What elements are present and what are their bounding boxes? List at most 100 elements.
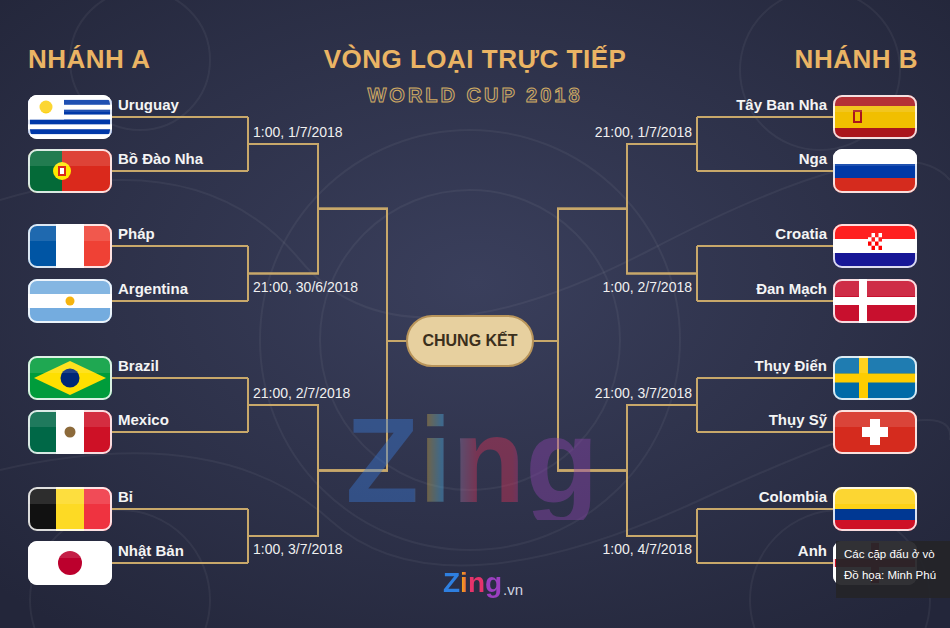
flag-icon	[833, 410, 917, 454]
team-box: Thụy Sỹ	[697, 410, 917, 454]
flag-part	[833, 487, 917, 531]
flag-part	[28, 541, 112, 585]
flag-part	[29, 96, 111, 138]
flag-part	[833, 149, 917, 193]
flag-part	[65, 427, 76, 438]
flag-part	[28, 356, 112, 400]
logo-text: Zing	[443, 566, 502, 600]
flag-part	[29, 150, 111, 192]
watermark: Zing	[345, 400, 598, 520]
flag-icon	[833, 356, 917, 400]
bracket-line	[534, 209, 697, 341]
team-line	[697, 300, 833, 302]
caption-panel: Các cặp đấu ở vòĐồ họa: Minh Phú	[836, 541, 950, 598]
flag-part	[29, 488, 111, 530]
flag-part	[833, 356, 917, 400]
subtitle: WORLD CUP 2018	[367, 84, 582, 107]
flag-icon	[28, 95, 112, 139]
flag-part	[28, 149, 112, 166]
team-name: Tây Ban Nha	[736, 95, 827, 114]
flag-part	[834, 96, 916, 138]
match-time: 1:00, 3/7/2018	[253, 541, 343, 557]
branch-heading: NHÁNH A	[28, 44, 150, 75]
team-name: Argentina	[118, 279, 188, 298]
flag-part	[833, 279, 917, 323]
team-name: Bồ Đào Nha	[118, 149, 203, 168]
flag-part	[28, 224, 112, 241]
flag-part	[29, 542, 111, 584]
flag-part	[833, 356, 917, 373]
flag-part	[833, 95, 917, 139]
team-name: Nga	[799, 149, 827, 168]
caption-text: Các cặp đấu ở vò	[844, 547, 935, 562]
flag-part	[60, 168, 64, 174]
flag-icon	[28, 410, 112, 454]
flag-part	[833, 487, 917, 509]
bracket-line	[534, 209, 697, 341]
flag-part	[834, 411, 916, 453]
team-name: Croatia	[775, 224, 827, 243]
flag-part	[833, 509, 917, 520]
flag-part	[28, 119, 112, 124]
flag-part	[28, 308, 112, 323]
team-line	[112, 300, 248, 302]
flag-part	[834, 225, 916, 267]
match-time: 21:00, 30/6/2018	[253, 279, 358, 295]
flag-icon	[28, 356, 112, 400]
flag-icon	[833, 487, 917, 531]
flag-part	[834, 357, 916, 399]
flag-part	[28, 224, 112, 268]
team-line	[697, 170, 833, 172]
flag-part	[833, 487, 917, 504]
team-box: Bồ Đào Nha	[28, 149, 248, 193]
flag-part	[28, 410, 112, 454]
flag-part	[834, 150, 916, 192]
flag-part	[28, 129, 112, 134]
team-box: Brazil	[28, 356, 248, 400]
flag-part	[833, 149, 917, 166]
team-line	[697, 245, 833, 247]
flag-part	[833, 374, 917, 383]
flag-part	[58, 166, 66, 176]
team-box: Argentina	[28, 279, 248, 323]
bracket-line	[248, 144, 406, 341]
team-box: Đan Mạch	[697, 279, 917, 323]
team-name: Uruguay	[118, 95, 179, 114]
flag-part	[28, 487, 112, 531]
branch-heading: NHÁNH B	[795, 44, 918, 75]
flag-part	[833, 279, 917, 323]
flag-part	[28, 149, 112, 193]
flag-part	[833, 95, 917, 112]
flag-part	[833, 279, 917, 296]
flag-part	[833, 95, 917, 139]
flag-part	[833, 224, 917, 268]
flag-part	[833, 356, 917, 400]
bracket-line	[248, 209, 406, 341]
team-line	[112, 170, 248, 172]
flag-part	[28, 149, 112, 193]
team-line	[112, 377, 248, 379]
flag-part	[833, 178, 917, 193]
flag-part	[28, 487, 112, 504]
team-line	[112, 562, 248, 564]
flag-part	[28, 279, 112, 296]
team-line	[697, 377, 833, 379]
team-box: Uruguay	[28, 95, 248, 139]
flag-part	[833, 224, 917, 241]
team-name: Mexico	[118, 410, 169, 429]
match-time: 21:00, 2/7/2018	[253, 385, 350, 401]
team-box: Bỉ	[28, 487, 248, 531]
team-name: Anh	[798, 541, 827, 560]
flag-part	[28, 541, 112, 585]
match-time: 1:00, 4/7/2018	[602, 541, 692, 557]
flag-icon	[28, 487, 112, 531]
flag-part	[28, 356, 112, 400]
final-box: CHUNG KẾT	[406, 315, 534, 367]
bracket-line	[248, 117, 406, 341]
logo-suffix: .vn	[503, 581, 523, 599]
flag-part	[833, 410, 917, 454]
bracket-line	[534, 117, 697, 341]
flag-part	[29, 225, 111, 267]
